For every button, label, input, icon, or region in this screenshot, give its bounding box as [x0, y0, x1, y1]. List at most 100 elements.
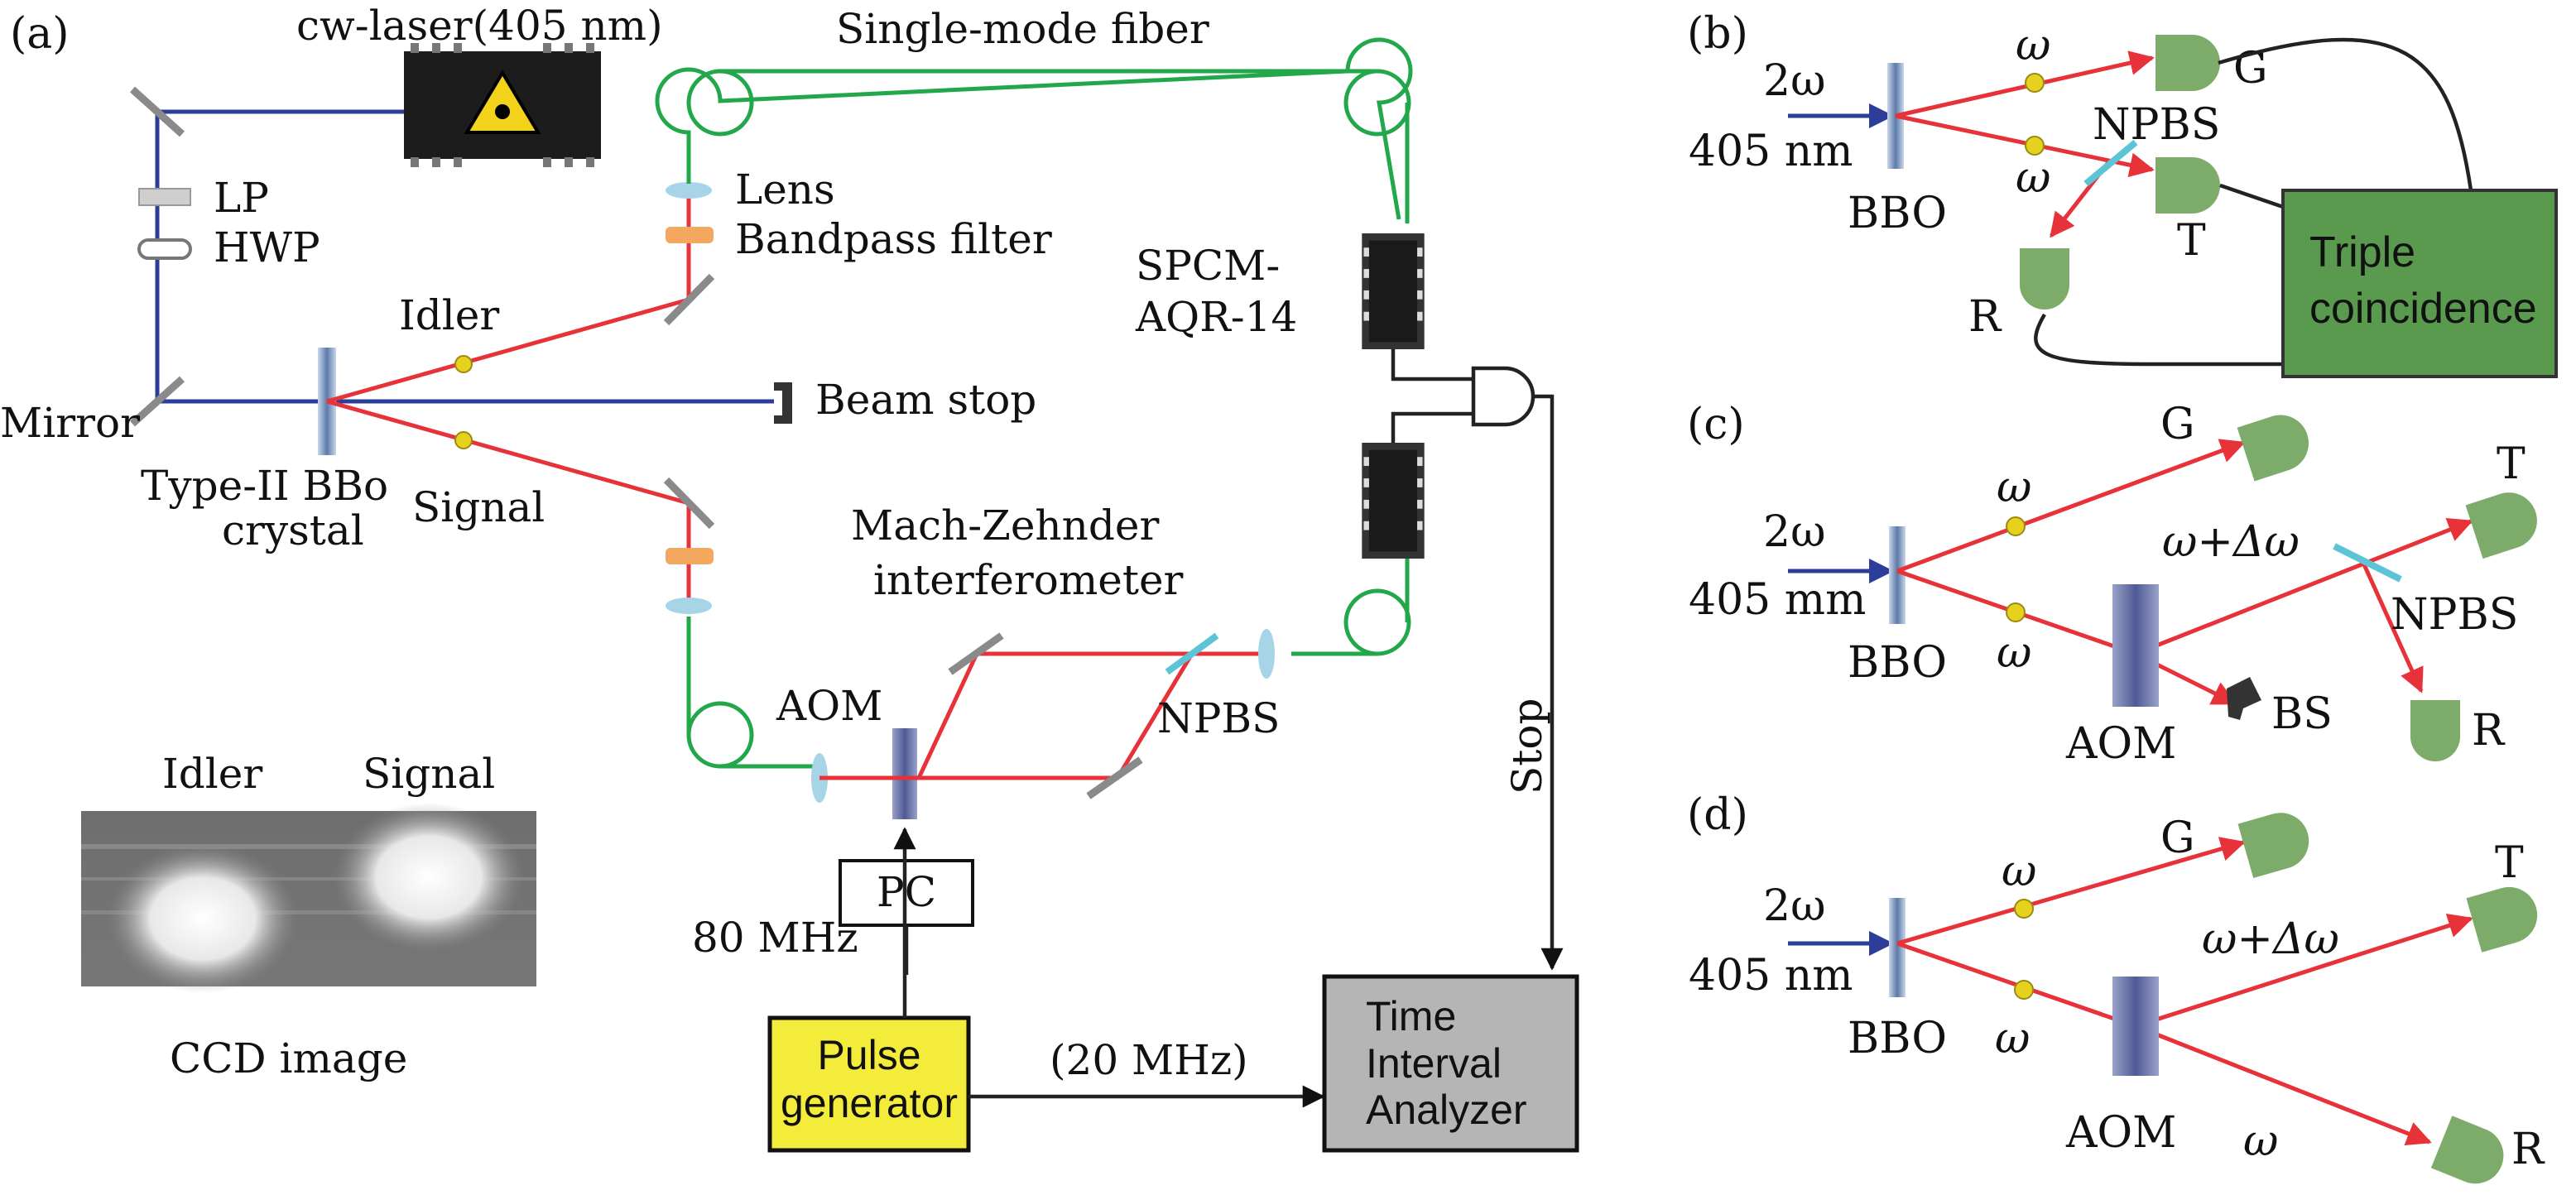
spcm-detector-top — [1362, 233, 1425, 349]
c-detector-g — [2237, 415, 2309, 482]
sync-label: (20 MHz) — [1050, 1036, 1248, 1084]
c-npbs — [2333, 543, 2402, 583]
c-two-omega: 2ω — [1763, 507, 1826, 557]
mzi-label-line2: interferometer — [873, 556, 1184, 604]
ccd-idler-spot — [108, 844, 298, 993]
c-t-label: T — [2497, 439, 2526, 489]
idler-label: Idler — [399, 291, 499, 339]
laser-source — [404, 43, 601, 167]
pulse-generator-box — [767, 1015, 971, 1153]
half-wave-plate — [137, 238, 192, 260]
b-detector-g — [2155, 35, 2220, 91]
tia-label-line3: Analyzer — [1366, 1087, 1527, 1133]
d-detector-r — [2430, 1116, 2504, 1184]
laser-warning-icon — [464, 70, 541, 134]
stop-signal-wire — [1533, 394, 1564, 971]
c-detector-r — [2410, 700, 2460, 761]
panel-a: (a) cw-laser(405 nm) LP HWP Mirror — [0, 2, 1579, 1153]
pulse-label-line1: Pulse — [817, 1032, 920, 1078]
lens-mzi-output — [1258, 629, 1275, 679]
c-beam-r — [2361, 561, 2424, 693]
mzi-mirror-bottom — [1086, 756, 1143, 799]
c-g-label: G — [2160, 400, 2195, 449]
idler-photon — [454, 355, 473, 373]
idler-beam — [326, 192, 691, 404]
mirror-bottom-left — [129, 376, 185, 427]
ccd-caption: CCD image — [170, 1034, 407, 1082]
signal-label: Signal — [412, 483, 545, 531]
hwp-label: HWP — [214, 223, 320, 271]
ccd-signal-label: Signal — [363, 750, 495, 798]
c-aom — [2112, 584, 2159, 707]
d-detector-g — [2237, 813, 2309, 879]
signal-photon — [454, 431, 473, 449]
d-photon-up — [2014, 899, 2034, 919]
wire-spcm-top — [1391, 349, 1473, 382]
spcm-detector-bottom — [1362, 443, 1425, 559]
b-triple-label-line2: coincidence — [2309, 285, 2537, 333]
tia-label-line2: Interval — [1366, 1040, 1502, 1087]
b-bbo-label: BBO — [1848, 189, 1947, 238]
c-r-label: R — [2472, 706, 2506, 756]
c-beam-g — [1896, 439, 2246, 574]
b-photon-up — [2025, 73, 2045, 93]
panel-d: (d) 2ω 405 nm BBO ω ω G ω+Δω T AOM ω R — [1687, 790, 2545, 1184]
c-aom-label: AOM — [2065, 719, 2176, 769]
npbs-label: NPBS — [1157, 694, 1280, 742]
panel-a-tag: (a) — [10, 9, 70, 59]
c-detector-t — [2465, 492, 2537, 559]
d-two-omega: 2ω — [1763, 881, 1826, 931]
mirror-top-left — [129, 86, 185, 137]
c-beam-bs — [1896, 569, 2237, 706]
c-photon-up — [2006, 516, 2026, 536]
d-aom — [2112, 977, 2159, 1076]
d-beam-r — [2135, 1024, 2432, 1146]
fiber-signal — [686, 559, 1411, 769]
d-omega-down: ω — [1995, 1014, 2030, 1063]
stop-label: Stop — [1503, 698, 1551, 794]
panel-c: (c) 2ω 405 mm BBO ω ω G ω+Δω T NPBS AOM … — [1687, 400, 2537, 769]
b-wire-g — [2218, 37, 2473, 191]
mzi-arm-upper — [819, 651, 1266, 780]
mzi-arm-lower — [919, 652, 1194, 780]
and-gate — [1471, 366, 1536, 427]
panel-b-tag: (b) — [1687, 9, 1748, 59]
b-detector-r — [2020, 248, 2069, 310]
panel-d-tag: (d) — [1687, 790, 1748, 840]
bandpass-label: Bandpass filter — [735, 215, 1052, 263]
d-omega-r: ω — [2243, 1116, 2278, 1166]
b-omega-up: ω — [2016, 21, 2050, 70]
aom-label: AOM — [776, 682, 882, 730]
c-bbo — [1889, 526, 1906, 624]
d-r-label: R — [2511, 1125, 2545, 1174]
c-beam-stop — [2227, 677, 2261, 720]
c-bbo-label: BBO — [1848, 638, 1947, 688]
laser-label: cw-laser(405 nm) — [296, 2, 663, 50]
d-detector-t — [2466, 886, 2538, 953]
crystal-label-line2: crystal — [222, 506, 364, 554]
beam-stop-label: Beam stop — [815, 376, 1036, 424]
b-wire-r — [2034, 313, 2283, 367]
d-shifted-label: ω+Δω — [2202, 914, 2339, 964]
d-omega-up: ω — [2002, 847, 2036, 896]
b-beam-g — [1895, 50, 2155, 118]
c-photon-down — [2006, 602, 2026, 622]
c-bs-label: BS — [2271, 689, 2333, 739]
aom-crystal — [892, 728, 917, 819]
c-omega-down: ω — [1997, 628, 2031, 678]
c-omega-up: ω — [1997, 463, 2031, 512]
b-photon-down — [2025, 136, 2045, 156]
bandpass-filter-idler — [666, 227, 714, 243]
c-beam-t — [2135, 517, 2473, 656]
d-bbo — [1889, 898, 1906, 997]
fiber-idler — [655, 37, 1413, 223]
b-npbs — [2083, 139, 2138, 187]
b-pump-label: 405 nm — [1689, 127, 1853, 176]
mzi-npbs — [1165, 632, 1219, 675]
mzi-mirror-top — [948, 632, 1004, 675]
b-t-label: T — [2177, 216, 2206, 266]
tia-label-line1: Time — [1366, 993, 1456, 1039]
beam-stop — [774, 382, 792, 424]
d-g-label: G — [2160, 813, 2195, 863]
